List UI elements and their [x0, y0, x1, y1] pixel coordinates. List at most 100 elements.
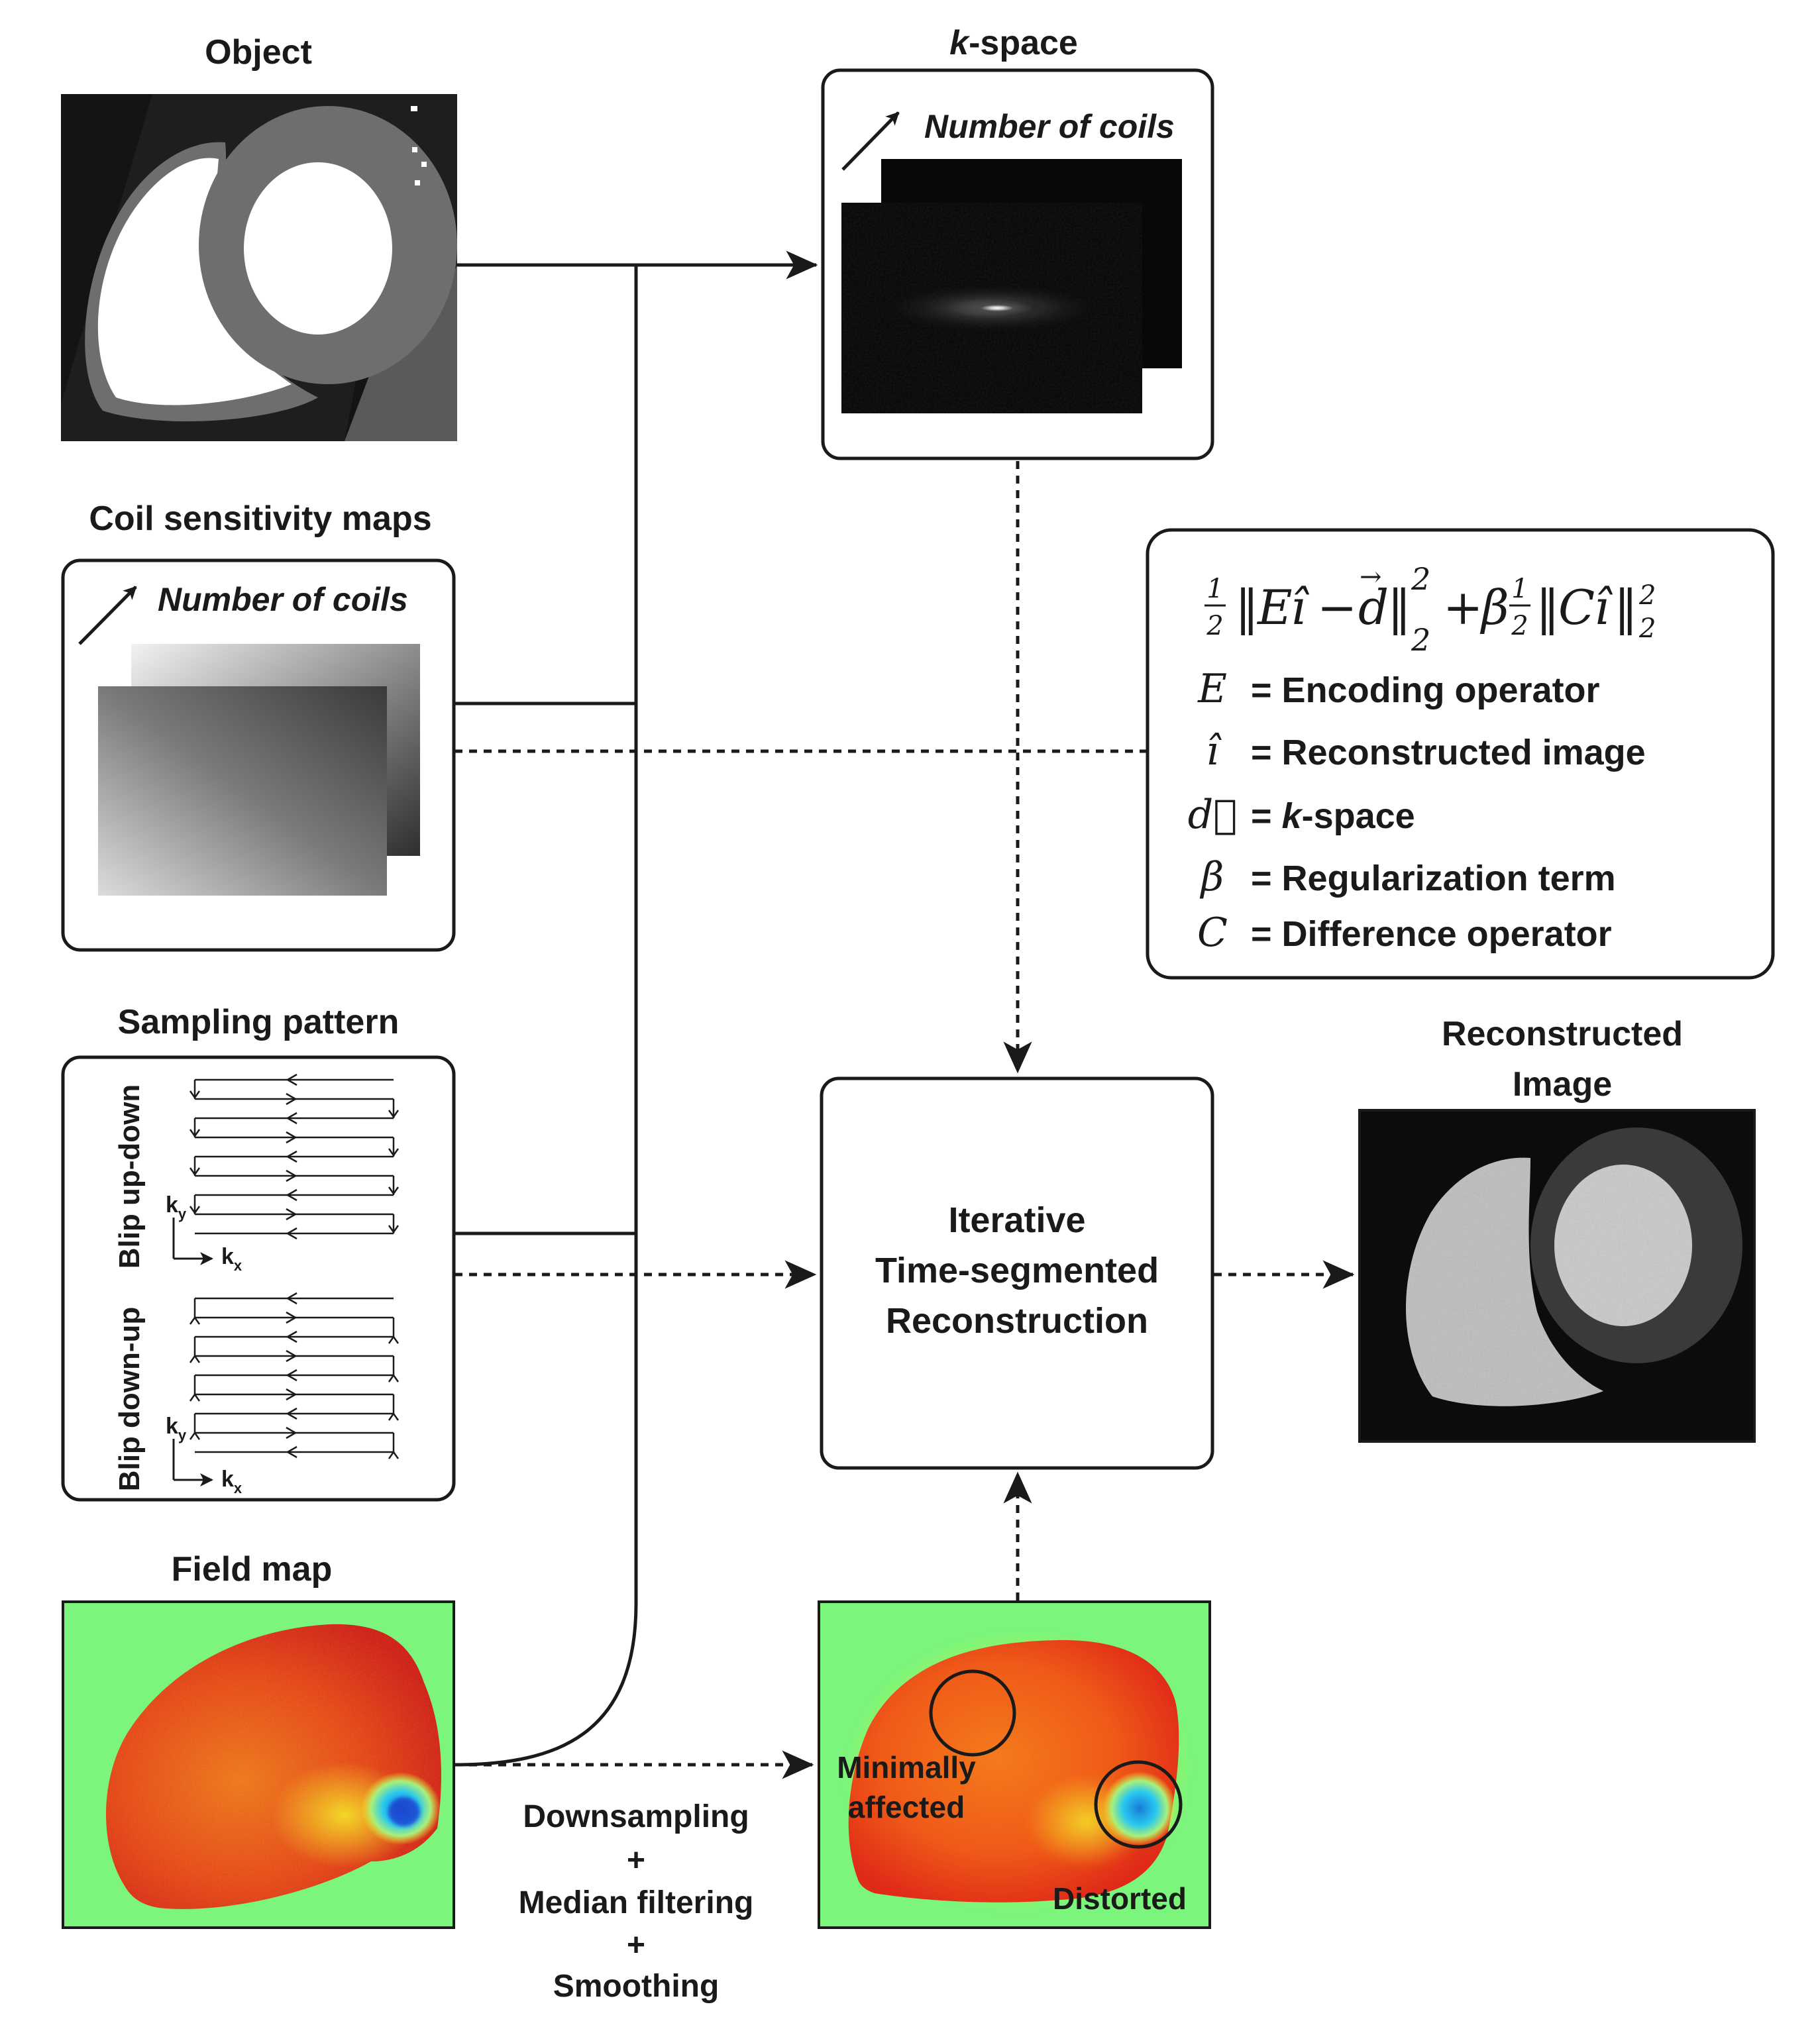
trajectory-blip-down-up — [189, 1292, 400, 1459]
processing-downsampling: Downsampling — [523, 1799, 749, 1834]
reconstruction-label-3: Reconstruction — [886, 1301, 1148, 1341]
svg-text:‖: ‖ — [1235, 580, 1259, 635]
svg-text:d: d — [1358, 580, 1389, 635]
trajectory-blip-up-down — [189, 1073, 400, 1240]
trajectory-blip-arrow — [388, 1225, 400, 1234]
svg-text:2: 2 — [1638, 580, 1656, 611]
cost-function-formula: 1 2 ‖ E î − d → ‖ 2 2 + β 1 2 ‖ C î ‖ 2 … — [1204, 561, 1656, 658]
coil-number-arrow — [78, 586, 137, 645]
kspace-number-of-coils-label: Number of coils — [924, 108, 1175, 145]
legend-symbol: β — [1200, 854, 1224, 900]
connectors — [454, 250, 1355, 1779]
trajectory-chevron — [286, 1388, 297, 1401]
trajectory-chevron — [286, 1407, 297, 1420]
processing-plus-1: + — [627, 1843, 645, 1878]
object-image — [61, 94, 457, 441]
axes-legend-top: ky kx — [166, 1192, 242, 1274]
legend-symbol: C — [1197, 910, 1228, 956]
field-map-image — [62, 1600, 455, 1929]
processing-plus-2: + — [627, 1928, 645, 1963]
trajectory-chevron — [286, 1208, 297, 1221]
reconstructed-title-2: Image — [1513, 1065, 1612, 1104]
svg-text:ky: ky — [166, 1414, 187, 1443]
trajectory-chevron — [286, 1188, 297, 1202]
trajectory-chevron — [286, 1292, 297, 1305]
svg-text:kx: kx — [221, 1244, 242, 1274]
distorted-circle — [1094, 1760, 1183, 1849]
trajectory-chevron — [286, 1311, 297, 1324]
trajectory-chevron — [286, 1330, 297, 1343]
trajectory-chevron — [286, 1227, 297, 1240]
svg-text:‖: ‖ — [1387, 580, 1411, 635]
svg-text:‖: ‖ — [1536, 580, 1560, 635]
svg-text:2: 2 — [1638, 613, 1656, 644]
svg-text:2: 2 — [1411, 622, 1430, 658]
axes-legend-bottom: ky kx — [166, 1414, 242, 1496]
trajectory-chevron — [286, 1349, 297, 1363]
svg-text:‖: ‖ — [1614, 580, 1638, 635]
svg-text:→: → — [1360, 562, 1382, 592]
trajectory-blip-arrow — [388, 1186, 400, 1196]
reconstruction-label-2: Time-segmented — [875, 1251, 1159, 1290]
kspace-title-rest: -space — [969, 24, 1078, 62]
svg-text:2: 2 — [1206, 611, 1223, 641]
trajectory-chevron — [286, 1112, 297, 1125]
minimally-affected-label-2: affected — [848, 1790, 965, 1824]
processing-steps: Downsampling + Median filtering + Smooth… — [519, 1799, 754, 2004]
reconstructed-image — [1358, 1109, 1756, 1443]
kspace-title: k-space — [949, 24, 1078, 62]
processing-smoothing: Smoothing — [553, 1969, 720, 2004]
svg-text:kx: kx — [221, 1467, 242, 1496]
svg-text:1: 1 — [1206, 574, 1223, 604]
trajectory-chevron — [286, 1445, 297, 1459]
trajectory-chevron — [286, 1150, 297, 1163]
legend-description: = k-space — [1251, 796, 1415, 836]
svg-text:2: 2 — [1511, 611, 1528, 641]
minimally-affected-label-1: Minimally — [837, 1750, 976, 1785]
svg-text:E: E — [1256, 580, 1293, 635]
trajectory-blip-arrow — [189, 1206, 201, 1215]
reconstructed-title-1: Reconstructed — [1442, 1015, 1683, 1053]
distorted-label: Distorted — [1053, 1881, 1187, 1916]
smoothed-field-map-image: Minimally affected Distorted — [818, 1600, 1211, 1929]
coil-number-of-coils-label: Number of coils — [158, 581, 408, 618]
trajectory-blip-arrow — [189, 1167, 201, 1176]
trajectory-blip-arrow — [388, 1148, 400, 1157]
svg-text:2: 2 — [1411, 561, 1430, 597]
reconstruction-label-1: Iterative — [948, 1200, 1085, 1240]
legend-symbol: E — [1197, 666, 1227, 712]
sampling-panel — [61, 1055, 456, 1502]
svg-text:+: + — [1443, 580, 1483, 635]
blip-down-up-label: Blip down-up — [113, 1307, 146, 1492]
trajectory-blip-arrow — [388, 1110, 400, 1119]
svg-text:−: − — [1317, 580, 1357, 635]
trajectory-blip-arrow — [189, 1129, 201, 1138]
number-of-coils-arrow — [841, 111, 900, 171]
trajectory-chevron — [286, 1169, 297, 1182]
trajectory-chevron — [286, 1426, 297, 1439]
coil-map-front — [98, 686, 387, 896]
trajectory-chevron — [286, 1131, 297, 1144]
trajectory-chevron — [286, 1092, 297, 1106]
svg-text:ky: ky — [166, 1192, 187, 1222]
trajectory-chevron — [286, 1369, 297, 1382]
svg-text:β: β — [1479, 580, 1509, 635]
legend-description: = Regularization term — [1251, 859, 1616, 898]
svg-text:1: 1 — [1511, 574, 1528, 604]
svg-text:C: C — [1558, 580, 1595, 635]
blip-up-down-label: Blip up-down — [113, 1084, 146, 1269]
legend-description: = Reconstructed image — [1251, 733, 1646, 772]
minimally-affected-circle — [929, 1669, 1016, 1757]
legend-description: = Difference operator — [1251, 914, 1612, 954]
sampling-title: Sampling pattern — [118, 1003, 400, 1041]
trajectory-blip-arrow — [189, 1090, 201, 1100]
legend-description: = Encoding operator — [1251, 670, 1600, 710]
kspace-title-k: k — [949, 24, 971, 62]
reconstruction-box — [820, 1076, 1214, 1470]
equation-panel — [1146, 528, 1775, 980]
coil-maps-title: Coil sensitivity maps — [89, 499, 431, 538]
kspace-image-front — [841, 203, 1142, 413]
